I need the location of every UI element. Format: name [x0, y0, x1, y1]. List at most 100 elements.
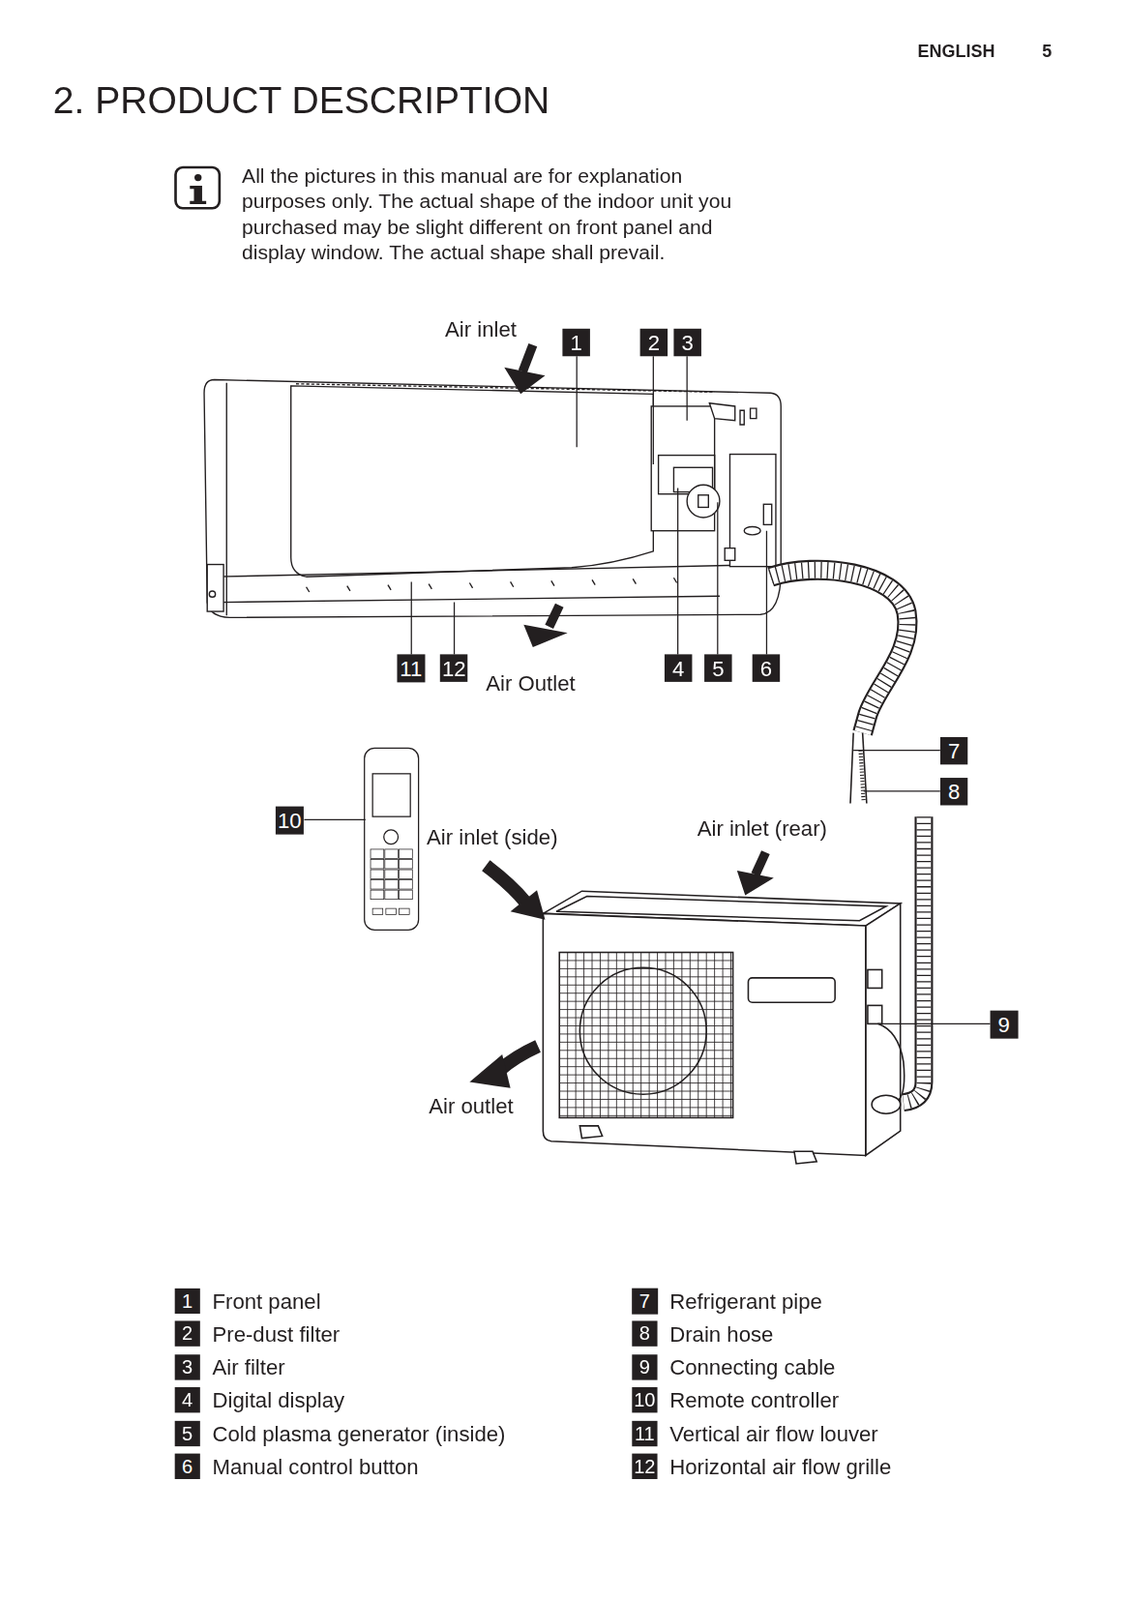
indoor-unit [216, 564, 772, 578]
indoor-unit [207, 564, 224, 613]
outdoor-hose [903, 816, 924, 1102]
outdoor-unit [559, 1091, 733, 1093]
outdoor-unit [559, 1115, 733, 1117]
outdoor-unit [579, 1126, 817, 1164]
refrigerant-hose [850, 733, 867, 804]
outdoor-unit [559, 1106, 733, 1108]
airflow-arrow [755, 852, 767, 875]
outdoor-unit [559, 1098, 733, 1100]
section-heading: 2. PRODUCT DESCRIPTION [53, 79, 550, 122]
airflow-label: Air outlet [428, 1094, 513, 1119]
remote-controller [370, 849, 413, 916]
part-name: Digital display [211, 1387, 345, 1413]
indoor-unit [698, 495, 710, 508]
legend-number: 3 [174, 1354, 200, 1380]
indoor-unit [291, 385, 654, 577]
outdoor-unit [867, 1005, 883, 1024]
outdoor-unit [579, 967, 707, 1095]
outdoor-unit [559, 1017, 733, 1019]
remote-controller [399, 880, 414, 890]
indoor-unit [204, 380, 781, 619]
legend-number: 10 [631, 1387, 657, 1413]
callout-number: 1 [562, 328, 590, 357]
indoor-unit [763, 504, 772, 525]
outdoor-unit [865, 903, 901, 1157]
outdoor-unit [871, 1095, 901, 1114]
callout-number: 10 [275, 806, 304, 834]
remote-controller [372, 773, 411, 817]
outdoor-unit [559, 1009, 733, 1010]
remote-controller [385, 849, 399, 859]
indoor-unit [226, 383, 228, 617]
leader-line [303, 356, 990, 1024]
airflow-arrow [523, 624, 567, 648]
remote-controller [384, 830, 399, 845]
legend-number: 1 [174, 1288, 200, 1314]
callout-number: 7 [940, 737, 968, 765]
legend-number: 5 [174, 1421, 200, 1447]
part-name: Horizontal air flow grille [669, 1454, 891, 1480]
remote-controller [370, 890, 385, 899]
callout-number: 11 [396, 653, 424, 682]
callout-number: 3 [673, 328, 701, 357]
refrigerant-hose [771, 569, 908, 733]
outdoor-unit [559, 1049, 733, 1051]
indoor-unit [724, 548, 736, 562]
callout-number: 9 [990, 1010, 1018, 1039]
legend-number: 2 [174, 1320, 200, 1346]
part-name: Air filter [211, 1354, 285, 1380]
outdoor-unit [559, 952, 733, 1119]
outdoor-unit [559, 1082, 733, 1084]
callout-number: 6 [752, 653, 780, 682]
indoor-unit [219, 595, 720, 602]
info-icon [194, 174, 202, 181]
outdoor-unit [559, 959, 733, 961]
outdoor-unit [542, 913, 865, 1156]
indoor-unit [686, 484, 720, 518]
part-name: Front panel [211, 1288, 321, 1314]
info-icon [175, 167, 219, 208]
refrigerant-hose [771, 569, 908, 803]
part-name: Vertical air flow louver [669, 1421, 879, 1447]
airflow-arrow [485, 865, 526, 903]
airflow-arrow [500, 1046, 538, 1070]
indoor-unit [743, 526, 761, 535]
remote-controller [372, 908, 384, 915]
refrigerant-hose [771, 569, 908, 733]
outdoor-unit [559, 1066, 733, 1068]
airflow-label: Air inlet (side) [426, 825, 558, 850]
outdoor-unit [559, 992, 733, 994]
page-number: 5 [1041, 41, 1052, 62]
legend-number: 7 [631, 1288, 657, 1314]
remote-controller [370, 869, 385, 879]
page-header: ENGLISH [918, 41, 996, 62]
outdoor-unit [559, 1001, 733, 1003]
indoor-unit [208, 591, 215, 597]
part-name: Cold plasma generator (inside) [211, 1421, 505, 1447]
outdoor-hose [903, 816, 924, 1102]
outdoor-unit [559, 1041, 733, 1043]
info-icon [175, 167, 219, 208]
airflow-arrow [469, 1054, 510, 1089]
outdoor-unit [559, 976, 733, 978]
airflow-label: Air inlet (rear) [697, 816, 828, 841]
refrigerant-hose [860, 750, 864, 802]
legend-number: 12 [631, 1454, 657, 1480]
remote-controller [364, 747, 419, 930]
part-name: Manual control button [211, 1454, 418, 1480]
remote-controller [385, 869, 399, 879]
remote-controller [399, 849, 414, 859]
outdoor-unit [559, 1074, 733, 1076]
airflow-arrow [737, 870, 774, 895]
outdoor-unit [559, 952, 733, 1119]
remote-controller [399, 908, 411, 915]
refrigerant-hose [771, 569, 908, 733]
indoor-unit [709, 403, 757, 425]
indoor-unit [306, 577, 678, 593]
legend-number: 9 [631, 1354, 657, 1380]
legend-number: 8 [631, 1320, 657, 1346]
leader-line [303, 356, 990, 1024]
callout-number: 8 [940, 777, 968, 805]
legend-number: 11 [631, 1421, 657, 1447]
callout-number: 12 [440, 653, 469, 682]
